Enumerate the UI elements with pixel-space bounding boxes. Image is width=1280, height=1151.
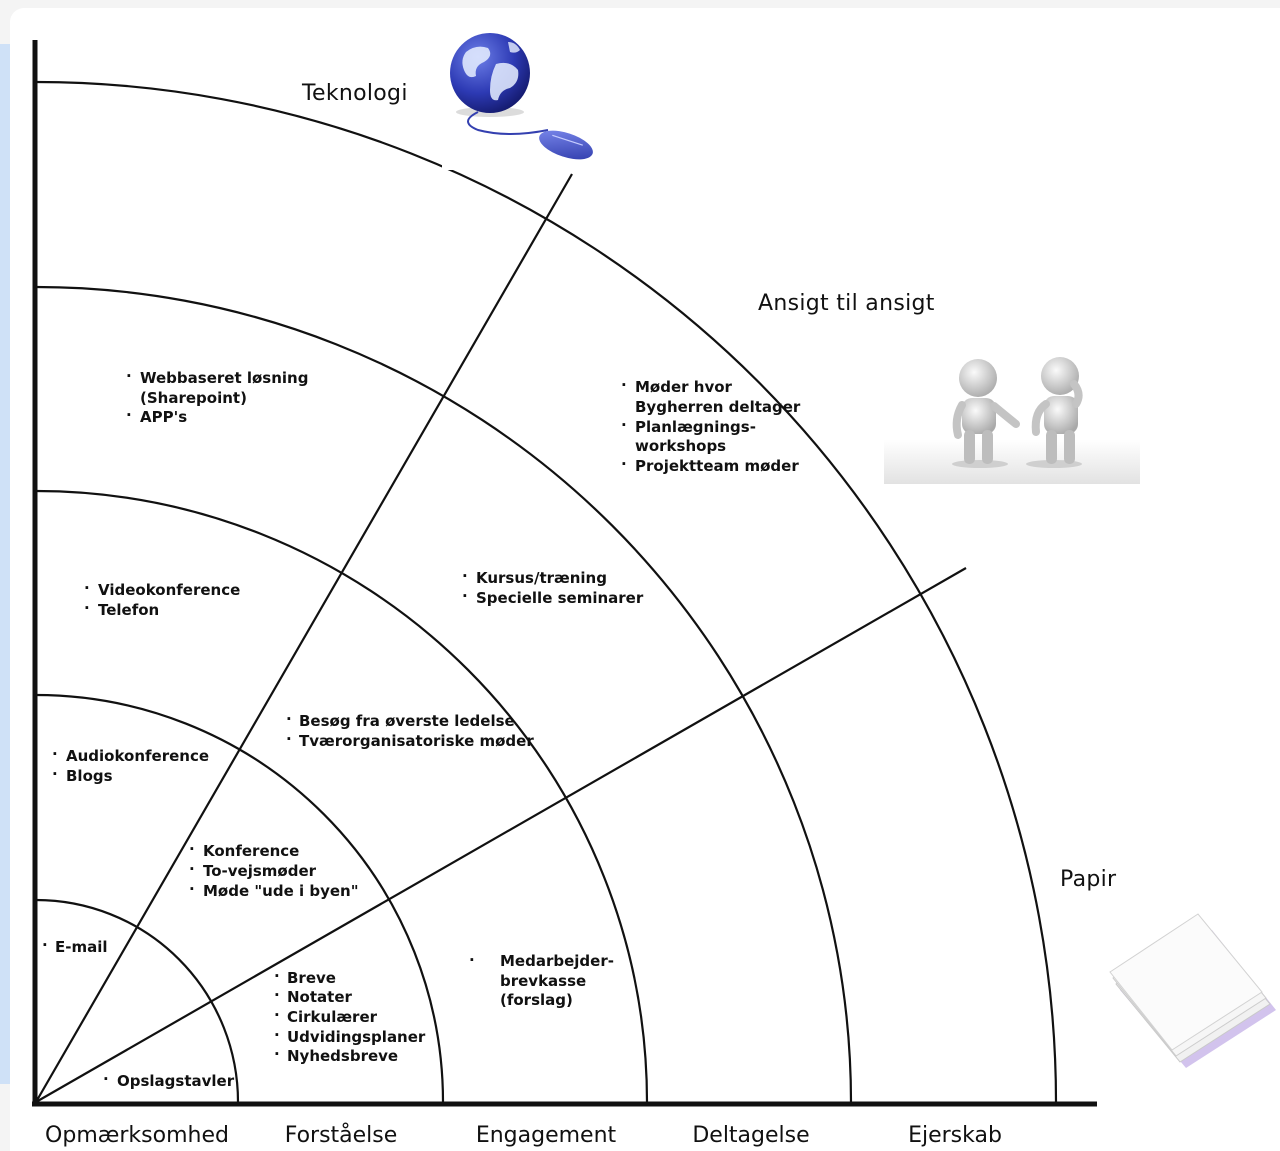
item-moede-ude-i-byen: Møde "ude i byen" <box>203 882 359 900</box>
item-apps: APP's <box>140 408 187 426</box>
svg-text:·: · <box>621 376 627 394</box>
item-specielle-seminarer: Specielle seminarer <box>476 589 644 607</box>
item-konference: Konference <box>203 842 299 860</box>
paper-stack-icon <box>1109 913 1276 1068</box>
item-to-vejsmoeder: To-vejsmøder <box>203 862 317 880</box>
arc-2 <box>35 693 445 1103</box>
svg-text:·: · <box>286 710 292 728</box>
arc-3 <box>35 489 649 1103</box>
svg-text:·: · <box>103 1070 109 1088</box>
item-videokonference: Videokonference <box>98 581 240 599</box>
svg-text:·: · <box>469 951 475 969</box>
item-planlaegnings: Planlægnings- <box>635 418 756 436</box>
arc-1 <box>35 898 240 1103</box>
svg-text:·: · <box>274 1045 280 1063</box>
item-nyhedsbreve: Nyhedsbreve <box>287 1047 398 1065</box>
two-people-talking-icon <box>884 340 1140 484</box>
item-notater: Notater <box>287 988 352 1006</box>
svg-text:·: · <box>621 455 627 473</box>
channel-label-papir: Papir <box>1060 867 1117 892</box>
group-audio: · Audiokonference · Blogs <box>52 745 209 785</box>
svg-text:·: · <box>189 860 195 878</box>
item-breve: Breve <box>287 969 336 987</box>
arc-group <box>35 80 1058 1103</box>
svg-text:·: · <box>274 1026 280 1044</box>
item-udvidingsplaner: Udvidingsplaner <box>287 1028 426 1046</box>
group-email: · E-mail <box>42 936 108 956</box>
svg-text:·: · <box>126 367 132 385</box>
svg-text:·: · <box>52 765 58 783</box>
arc-5 <box>35 80 1058 1103</box>
svg-text:·: · <box>462 567 468 585</box>
channel-label-ansigt-til-ansigt: Ansigt til ansigt <box>758 291 935 316</box>
svg-text:·: · <box>274 1006 280 1024</box>
svg-text:·: · <box>126 406 132 424</box>
radial-line-papir <box>35 567 967 1103</box>
svg-text:·: · <box>42 936 48 954</box>
svg-text:·: · <box>84 579 90 597</box>
group-kursus: · Kursus/træning · Specielle seminarer <box>462 567 644 607</box>
category-label-deltagelse: Deltagelse <box>692 1123 809 1148</box>
item-email: E-mail <box>55 938 108 956</box>
group-besoeg: · Besøg fra øverste ledelse · Tværorgani… <box>286 710 534 750</box>
item-blogs: Blogs <box>66 767 113 785</box>
arc-4 <box>35 285 853 1103</box>
item-cirkulaerer: Cirkulærer <box>287 1008 378 1026</box>
item-bygherren-deltager: Bygherren deltager <box>635 398 801 416</box>
item-sharepoint: (Sharepoint) <box>140 389 247 407</box>
item-medarbejder: Medarbejder- <box>500 952 614 970</box>
content-card <box>10 8 1280 1151</box>
group-opslagstavler: · Opslagstavler <box>103 1070 235 1090</box>
svg-text:·: · <box>462 587 468 605</box>
group-video: · Videokonference · Telefon <box>84 579 240 619</box>
item-besoeg-fra-oeverste-ledelse: Besøg fra øverste ledelse <box>299 712 515 730</box>
radial-line-teknologi <box>35 173 573 1103</box>
group-moeder: · Møder hvor Bygherren deltager · Planlæ… <box>621 376 801 475</box>
item-brevkasse: brevkasse <box>500 972 586 990</box>
group-breve: · Breve · Notater · Cirkulærer · Udvidin… <box>274 967 426 1065</box>
item-opslagstavler: Opslagstavler <box>117 1072 235 1090</box>
svg-text:·: · <box>286 730 292 748</box>
globe-mouse-icon <box>442 28 602 170</box>
svg-text:·: · <box>189 880 195 898</box>
group-konference: · Konference · To-vejsmøder · Møde "ude … <box>189 840 359 900</box>
category-label-forstaaelse: Forståelse <box>285 1122 398 1148</box>
svg-text:·: · <box>274 967 280 985</box>
channel-label-teknologi: Teknologi <box>301 81 408 106</box>
svg-text:·: · <box>274 986 280 1004</box>
item-projektteam-moeder: Projektteam møder <box>635 457 799 475</box>
category-label-ejerskab: Ejerskab <box>908 1123 1002 1148</box>
item-audiokonference: Audiokonference <box>66 747 209 765</box>
item-kursus-traening: Kursus/træning <box>476 569 607 587</box>
svg-text:·: · <box>84 599 90 617</box>
item-workshops: workshops <box>635 437 726 455</box>
item-webbaseret-loesning: Webbaseret løsning <box>140 369 308 387</box>
group-medarbejder: · Medarbejder- brevkasse (forslag) <box>469 951 614 1009</box>
svg-text:·: · <box>189 840 195 858</box>
group-web: · Webbaseret løsning (Sharepoint) · APP'… <box>126 367 308 426</box>
item-forslag: (forslag) <box>500 991 573 1009</box>
svg-text:·: · <box>52 745 58 763</box>
category-label-engagement: Engagement <box>476 1123 617 1148</box>
item-telefon: Telefon <box>98 601 159 619</box>
svg-text:·: · <box>621 416 627 434</box>
category-label-opmaerksomhed: Opmærksomhed <box>45 1123 229 1148</box>
item-tvaerorganisatoriske-moeder: Tværorganisatoriske møder <box>299 732 534 750</box>
item-moeder-hvor: Møder hvor <box>635 378 733 396</box>
